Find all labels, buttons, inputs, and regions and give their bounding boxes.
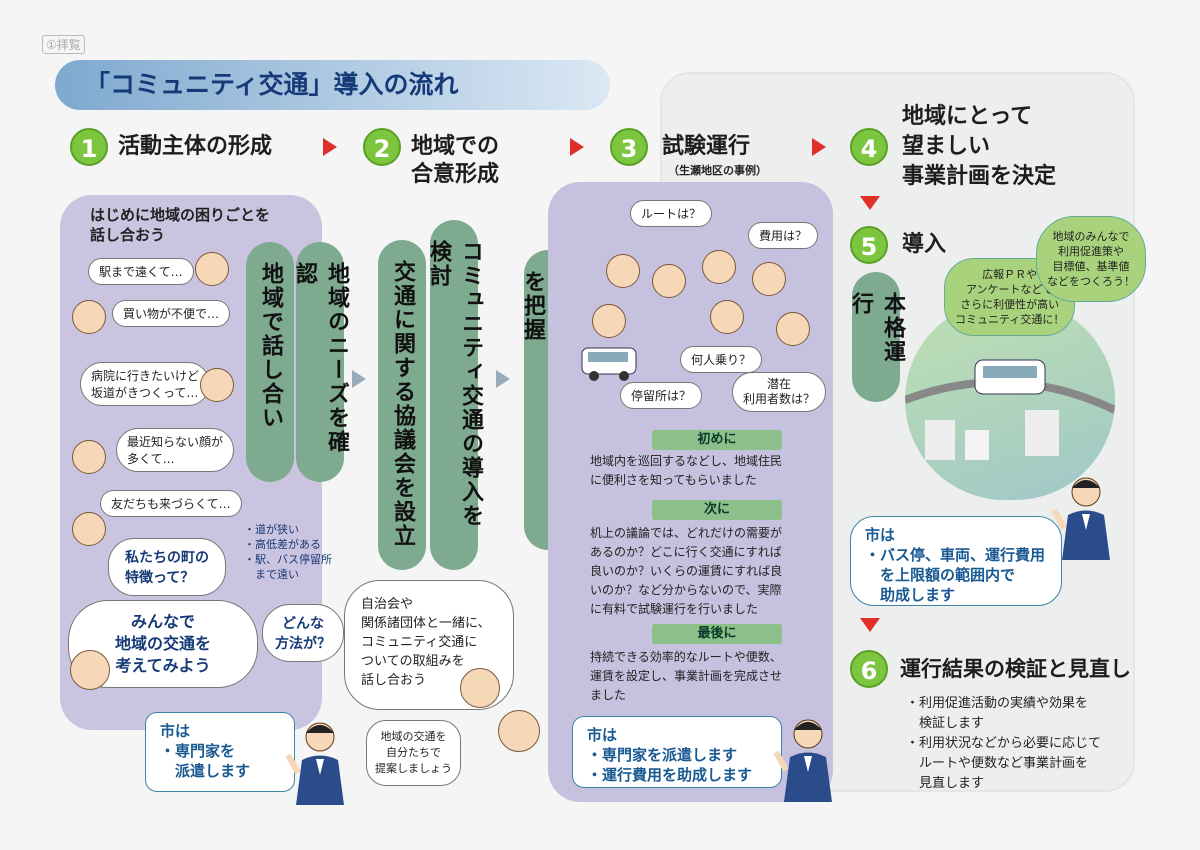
feature-item: ・駅、バス停留所 まで遠い: [244, 553, 332, 581]
phase-label-last: 最後に: [652, 624, 782, 644]
man-face-icon: [70, 650, 110, 690]
concern-bubble: 最近知らない顔が 多くて…: [116, 428, 235, 472]
step5-number: 5: [850, 226, 888, 264]
feature-list: ・道が狭い ・高低差がある ・駅、バス停留所 まで遠い: [244, 522, 332, 582]
elder-face-icon: [195, 252, 229, 286]
step1-number: 1: [70, 128, 108, 166]
resident-face-icon: [592, 304, 626, 338]
promotion-bubble: 広報ＰＲや アンケートなどで さらに利便性が高い コミュニティ交通に！: [944, 258, 1076, 336]
phase-text-next: 机上の議論では、どれだけの需要が あるのか？どこに行く交通にすれば 良いのか？い…: [590, 526, 783, 616]
step2-speech-bubble: 地域の交通を 自分たちで 提案しましょう: [366, 720, 461, 786]
right-arrow-icon: [812, 138, 826, 156]
city-label: 市は: [587, 726, 618, 744]
question-bubble: 私たちの町の 特徴って？: [108, 538, 226, 596]
bus-icon: [580, 342, 640, 382]
phase-text-last: 持続できる効率的なルートや便数、 運賃を設定し、事業計画を完成させ ました: [590, 650, 783, 702]
concern-bubble: 駅まで遠くて…: [88, 258, 194, 285]
right-arrow-icon: [570, 138, 584, 156]
feature-item: ・高低差がある: [244, 538, 321, 551]
step2-number: 2: [363, 128, 401, 166]
question-bubble: 何人乗り？: [680, 346, 763, 373]
right-arrow-icon: [323, 138, 337, 156]
method-bubble: どんな 方法が？: [262, 604, 344, 662]
step3-title: 試験運行: [662, 134, 751, 159]
step6-number: 6: [850, 650, 888, 688]
woman-face-icon: [498, 710, 540, 752]
step1-title: 活動主体の形成: [118, 134, 273, 159]
city-box-step3: 市は ・専門家を派遣します ・運行費用を助成します: [572, 716, 782, 788]
phase-label-next: 次に: [652, 500, 782, 520]
resident-face-icon: [776, 312, 810, 346]
step6-title: 運行結果の検証と見直し: [900, 657, 1131, 681]
community-bubble: 地域のみんなで 利用促進策や 目標値、基準値 などをつくろう！: [1036, 216, 1146, 302]
step4-title: 地域にとって 望ましい 事業計画を決定: [902, 104, 1057, 189]
step2-vbar-council: 交通に関する協議会を設立: [378, 240, 426, 570]
down-arrow-icon: [860, 618, 880, 632]
city-label: 市は: [865, 526, 896, 544]
elder-face-icon: [72, 300, 106, 334]
step5-vbar: 本格運行: [848, 272, 905, 402]
step6-text: ・利用促進活動の実績や効果を 検証します ・利用状況などから必要に応じて ルート…: [906, 696, 1102, 791]
city-support-text: ・バス停、車両、運行費用 を上限額の範囲内で 助成します: [865, 546, 1046, 604]
step2-note: 自治会や 関係諸団体と一緒に、 コミュニティ交通に ついての取組みを 話し合おう: [344, 580, 514, 710]
resident-face-icon: [702, 250, 736, 284]
concern-bubble: 病院に行きたいけど 坂道がきつくって…: [80, 362, 211, 406]
city-label: 市は: [160, 722, 191, 740]
resident-face-icon: [652, 264, 686, 298]
phase-label-first: 初めに: [652, 430, 782, 450]
right-arrow-icon: [352, 370, 366, 388]
question-bubble: 停留所は？: [620, 382, 703, 409]
resident-face-icon: [710, 300, 744, 334]
step5-title: 導入: [902, 232, 947, 257]
step3-subtitle: （生瀬地区の事例）: [668, 164, 767, 177]
resident-face-icon: [752, 262, 786, 296]
city-illustration: [905, 300, 1115, 500]
city-official-icon: [770, 712, 840, 802]
city-official-icon: [282, 715, 352, 805]
phase-text-first: 地域内を巡回するなどし、地域住民 に便利さを知ってもらいました: [590, 454, 783, 487]
step4-number: 4: [850, 128, 888, 166]
resident-face-icon: [606, 254, 640, 288]
concern-bubble: 友だちも来づらくて…: [100, 490, 242, 517]
right-arrow-icon: [496, 370, 510, 388]
step2-vbar-consider: コミュニティ交通の導入を検討: [426, 220, 483, 570]
city-support-text: ・専門家を 派遣します: [160, 742, 251, 780]
city-support-text: ・専門家を派遣します ・運行費用を助成します: [587, 746, 753, 784]
corner-tag: ①拝覧: [42, 35, 85, 54]
step1-intro: はじめに地域の困りごとを 話し合おう: [90, 206, 271, 244]
woman-face-icon: [72, 440, 106, 474]
feature-item: ・道が狭い: [244, 523, 299, 536]
concern-bubble: 買い物が不便で…: [112, 300, 231, 327]
step2-title: 地域での 合意形成: [411, 134, 500, 187]
city-official-icon: [1048, 470, 1118, 560]
step1-vbar-talk: 地域で話し合い: [246, 242, 294, 482]
woman-face-icon: [72, 512, 106, 546]
step3-number: 3: [610, 128, 648, 166]
question-bubble: 潜在 利用者数は？: [732, 372, 827, 412]
city-box-step1: 市は ・専門家を 派遣します: [145, 712, 295, 792]
question-bubble: 費用は？: [748, 222, 819, 249]
down-arrow-icon: [860, 196, 880, 210]
question-bubble: ルートは？: [630, 200, 713, 227]
elder-face-icon: [200, 368, 234, 402]
man-face-icon: [460, 668, 500, 708]
step3-panel: [548, 182, 833, 802]
page-title: 「コミュニティ交通」導入の流れ: [55, 60, 610, 110]
step1-vbar-needs: 地域のニーズを確認: [292, 242, 349, 482]
big-bubble: みんなで 地域の交通を 考えてみよう: [68, 600, 258, 688]
city-box-step5: 市は ・バス停、車両、運行費用 を上限額の範囲内で 助成します: [850, 516, 1062, 606]
